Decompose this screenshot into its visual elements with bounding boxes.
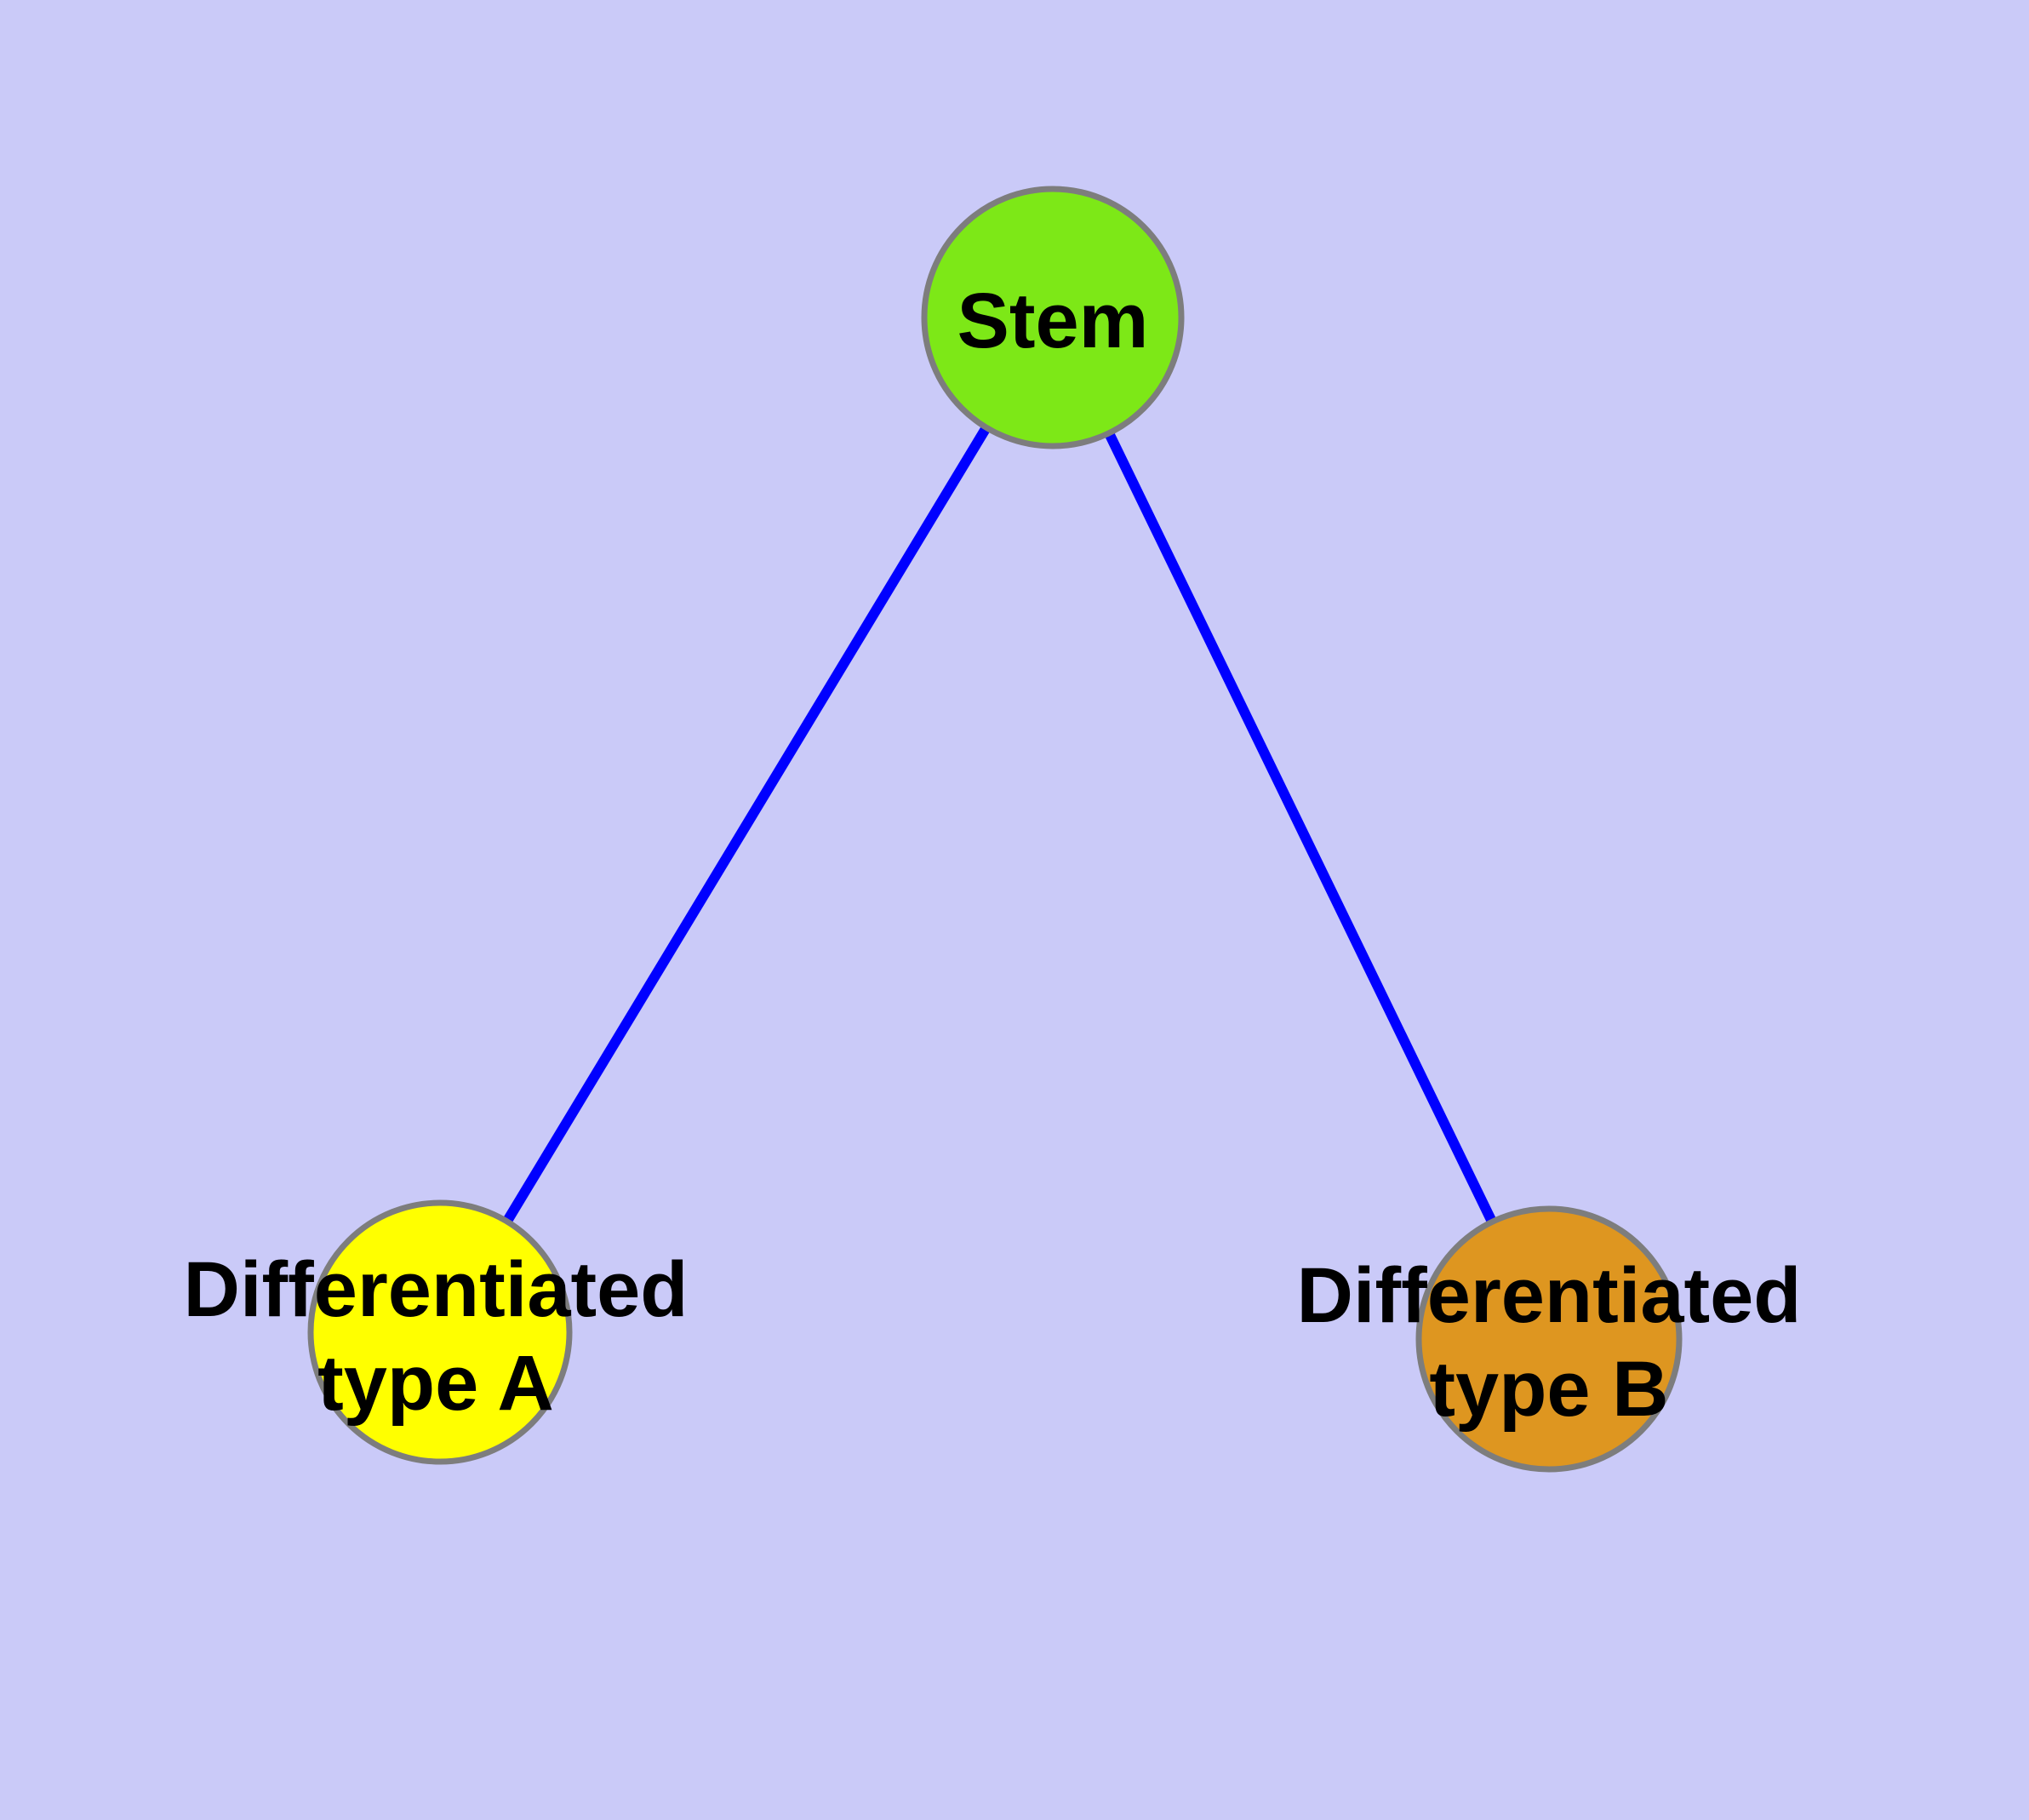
node-stem-circle [921,186,1185,449]
edge-stem-to-type-a [435,314,1058,1336]
node-type-b-circle [1415,1205,1683,1473]
edge-stem-to-type-b [1048,315,1554,1342]
node-type-a-circle [307,1199,573,1465]
